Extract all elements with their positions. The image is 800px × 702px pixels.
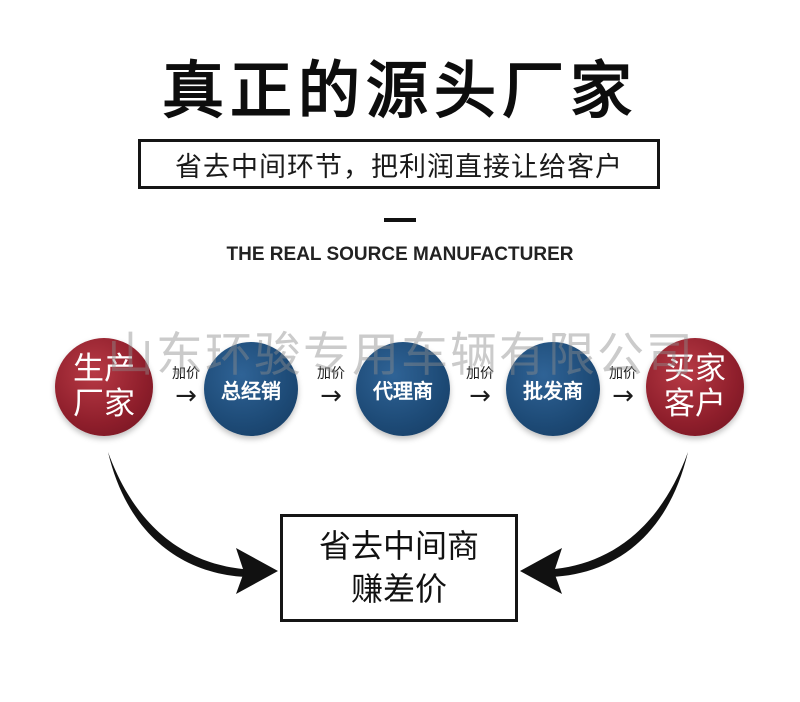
result-line1: 省去中间商 (318, 526, 479, 565)
node-general-distributor: 总经销 (204, 342, 298, 436)
node-wholesaler-label: 批发商 (523, 378, 583, 403)
connector-1: 加价 → (161, 363, 211, 409)
node-manufacturer-line1: 生产 (73, 351, 135, 388)
connector-3: 加价 → (455, 363, 505, 409)
connector-2: 加价 → (306, 363, 356, 409)
left-curved-arrow-icon (108, 452, 262, 578)
result-box: 省去中间商 赚差价 (280, 514, 518, 622)
node-customer: 买家 客户 (646, 338, 744, 436)
connector-4-label: 加价 (609, 366, 637, 382)
node-agent: 代理商 (356, 342, 450, 436)
connector-4: 加价 → (598, 363, 648, 409)
right-curved-arrow-icon (536, 452, 688, 578)
subtitle-text: 省去中间环节，把利润直接让给客户 (175, 151, 623, 183)
arrow-right-icon: → (469, 381, 491, 411)
english-title: THE REAL SOURCE MANUFACTURER (226, 244, 574, 265)
node-agent-label: 代理商 (373, 378, 433, 403)
node-customer-line2: 客户 (664, 386, 726, 422)
arrow-right-icon: → (175, 381, 197, 411)
node-customer-line1: 买家 (664, 351, 726, 388)
page-title: 真正的源头厂家 (161, 54, 638, 127)
node-manufacturer-line2: 厂家 (73, 386, 135, 422)
node-manufacturer: 生产 厂家 (55, 338, 153, 436)
arrow-right-icon: → (320, 381, 342, 411)
node-wholesaler: 批发商 (506, 342, 600, 436)
divider-dash (384, 218, 416, 222)
left-arrowhead-icon (236, 548, 278, 594)
node-general-distributor-label: 总经销 (221, 378, 281, 403)
connector-3-label: 加价 (466, 366, 494, 382)
result-line2: 赚差价 (350, 570, 447, 608)
arrow-right-icon: → (612, 381, 634, 411)
connector-2-label: 加价 (317, 366, 345, 382)
subtitle-box: 省去中间环节，把利润直接让给客户 (138, 139, 660, 189)
connector-1-label: 加价 (172, 366, 200, 382)
right-arrowhead-icon (520, 548, 562, 594)
